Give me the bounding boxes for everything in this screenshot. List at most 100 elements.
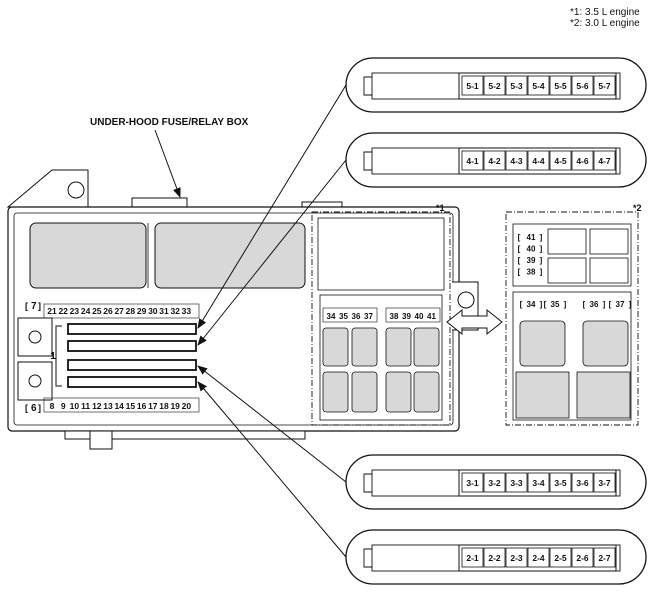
fuse-number: 13 xyxy=(103,401,113,411)
fuse-number: 16 xyxy=(137,401,147,411)
fuse-number: 30 xyxy=(148,306,158,316)
pin-cell xyxy=(461,547,484,568)
fuse-number: 20 xyxy=(182,401,192,411)
engine-box-2: *2 [41][40][39][38] [34][35][36][37] xyxy=(505,203,642,426)
pin-label: 5-6 xyxy=(576,81,589,91)
bracket-7-open: [ xyxy=(25,301,28,311)
fuse-box-label: UNDER-HOOD FUSE/RELAY BOX xyxy=(90,117,249,128)
pin-cell xyxy=(593,75,616,96)
fuse-bracket: [ xyxy=(518,268,521,277)
fuse-number: 32 xyxy=(170,306,180,316)
fuse-number: 18 xyxy=(159,401,169,411)
fuse-number: 12 xyxy=(92,401,102,411)
pin-cell xyxy=(549,75,572,96)
pin-label: 2-6 xyxy=(576,553,589,563)
box2-fuse-row: [34][35][36][37] xyxy=(520,300,632,309)
fuse-number: 25 xyxy=(92,306,102,316)
pin-cell xyxy=(505,472,528,493)
fuse-bracket: ] xyxy=(540,245,543,254)
pin-label: 3-3 xyxy=(510,478,523,488)
pin-label: 2-4 xyxy=(532,553,545,563)
connector-slot-5 xyxy=(67,323,197,335)
fuse-number: 36 xyxy=(352,312,361,321)
pin-cell xyxy=(593,547,616,568)
fuse-number: 36 xyxy=(590,300,599,309)
connector-slot-4 xyxy=(67,340,197,352)
fuse-number: 19 xyxy=(170,401,180,411)
fuse-bracket: ] xyxy=(629,300,632,309)
pin-label: 5-7 xyxy=(598,81,611,91)
pin-label: 3-5 xyxy=(554,478,567,488)
note-1: *1: 3.5 L engine xyxy=(570,7,640,18)
pin-cell xyxy=(571,150,594,171)
fuse-number: 21 xyxy=(47,306,57,316)
connector-slot-2 xyxy=(67,376,197,388)
bracket-6-close: ] xyxy=(38,403,41,413)
pin-cell xyxy=(571,75,594,96)
pin-label: 4-6 xyxy=(576,156,589,166)
bracket-7-label: 7 xyxy=(31,301,37,312)
fuse-number: 29 xyxy=(137,306,147,316)
fuse-bracket: ] xyxy=(540,300,543,309)
pin-cell xyxy=(527,75,550,96)
fuse-bracket: ] xyxy=(540,256,543,265)
pin-cell xyxy=(571,472,594,493)
fuse-number: 33 xyxy=(182,306,192,316)
fuse-bracket: [ xyxy=(609,300,612,309)
fuse-number: 41 xyxy=(427,312,436,321)
pin-cell xyxy=(527,472,550,493)
fuse-bracket: [ xyxy=(518,245,521,254)
double-arrow-icon xyxy=(446,308,503,336)
pin-label: 4-5 xyxy=(554,156,567,166)
fuse-number: 11 xyxy=(81,401,90,411)
pin-label: 3-7 xyxy=(598,478,611,488)
pin-cell xyxy=(483,472,506,493)
fuse-number: 37 xyxy=(616,300,625,309)
fuse-number: 15 xyxy=(126,401,136,411)
fuse-number: 38 xyxy=(527,268,536,277)
pin-label: 5-4 xyxy=(532,81,545,91)
pin-label: 4-7 xyxy=(598,156,611,166)
fuse-number: 23 xyxy=(70,306,80,316)
pin-label: 5-5 xyxy=(554,81,567,91)
pin-cell xyxy=(593,150,616,171)
box2-fuse-stack: [41][40][39][38] xyxy=(518,233,543,277)
fuse-number: 9 xyxy=(61,401,66,411)
fuse-number: 39 xyxy=(527,256,536,265)
pin-label: 5-3 xyxy=(510,81,523,91)
pin-label: 3-1 xyxy=(466,478,479,488)
pin-cell xyxy=(505,547,528,568)
leader-connector-3 xyxy=(197,365,347,483)
pin-label: 2-2 xyxy=(488,553,501,563)
pin-cell xyxy=(571,547,594,568)
pin-cell xyxy=(549,472,572,493)
fuse-number: 35 xyxy=(339,312,348,321)
pin-cell xyxy=(505,75,528,96)
pin-cell xyxy=(527,150,550,171)
pin-label: 4-3 xyxy=(510,156,523,166)
fuse-number: 31 xyxy=(159,306,169,316)
pin-label: 2-5 xyxy=(554,553,567,563)
note-2: *2: 3.0 L engine xyxy=(570,18,640,29)
fuse-number: 37 xyxy=(364,312,373,321)
pin-label: 3-4 xyxy=(532,478,545,488)
fuse-number: 17 xyxy=(148,401,158,411)
pin-cell xyxy=(461,75,484,96)
fuse-box-label-arrow xyxy=(154,129,181,198)
connector-group-label: 1 xyxy=(50,351,56,362)
leader-connector-5 xyxy=(197,84,347,329)
pin-label: 2-7 xyxy=(598,553,611,563)
marker-1: *1 xyxy=(436,203,445,213)
fuse-number: 22 xyxy=(58,306,68,316)
pin-cell xyxy=(549,150,572,171)
leader-connector-2 xyxy=(197,381,347,558)
bracket-6-open: [ xyxy=(25,403,28,413)
fuse-number: 39 xyxy=(402,312,411,321)
pin-label: 4-2 xyxy=(488,156,501,166)
